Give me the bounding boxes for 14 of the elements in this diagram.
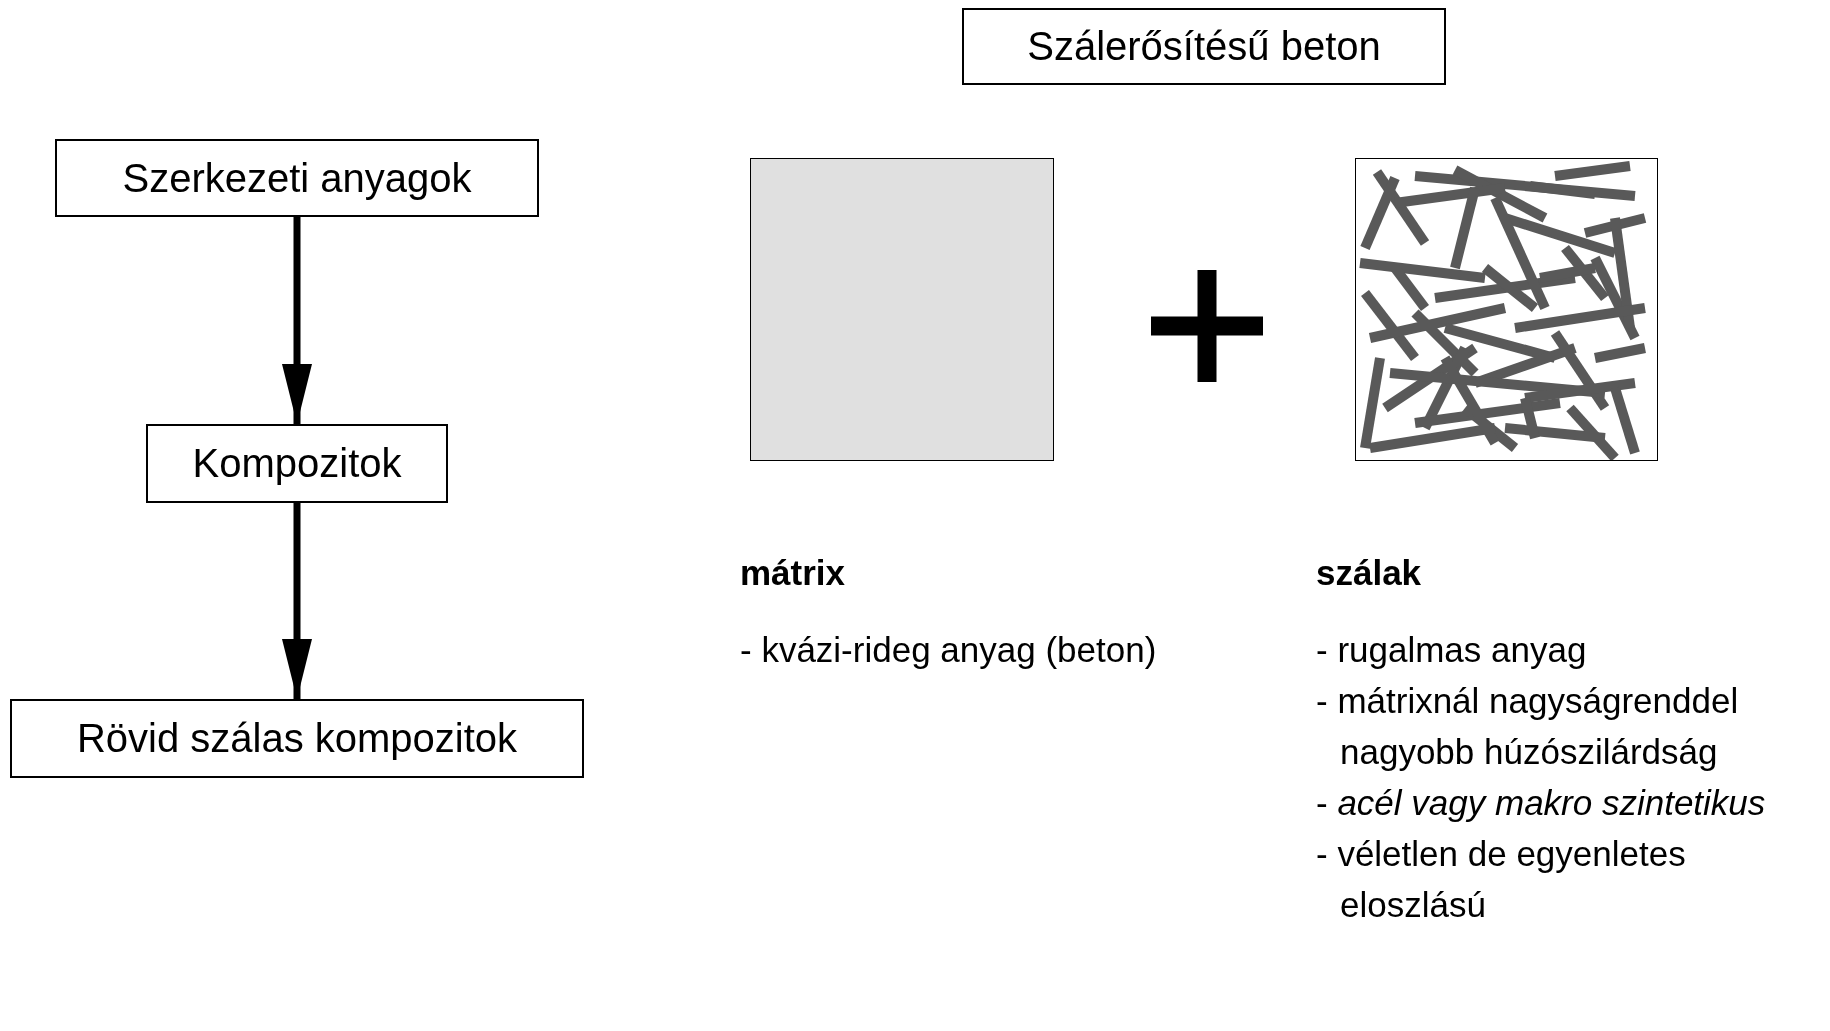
- column-heading: szálak: [1316, 552, 1422, 594]
- process-box: Szerkezeti anyagok: [55, 139, 539, 217]
- fiber-drawing: [1355, 158, 1658, 461]
- bullet-text: - kvázi-rideg anyag (beton): [740, 629, 1157, 671]
- process-box: Rövid szálas kompozitok: [10, 699, 584, 778]
- arrow: [282, 217, 312, 424]
- process-box: Szálerősítésű beton: [962, 8, 1446, 85]
- bullet-text: - acél vagy makro szintetikus: [1316, 782, 1767, 824]
- column-heading: mátrix: [740, 552, 846, 594]
- arrow: [282, 503, 312, 699]
- matrix-square: [750, 158, 1054, 461]
- bullet-text: - véletlen de egyenletes eloszlású: [1316, 833, 1687, 926]
- bullet-text: - rugalmas anyag: [1316, 629, 1588, 671]
- process-box: Kompozitok: [146, 424, 448, 503]
